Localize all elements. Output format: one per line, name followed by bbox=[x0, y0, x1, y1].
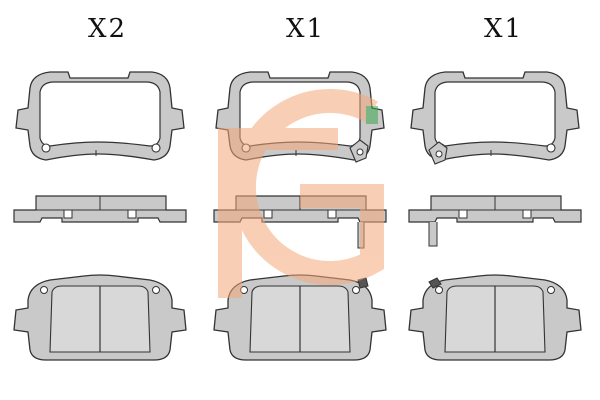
pad-col3 bbox=[408, 71, 582, 361]
quantity-label-col3: X1 bbox=[484, 14, 524, 44]
quantity-label-col1: X2 bbox=[88, 14, 128, 44]
wear-sensor-pin-col3 bbox=[428, 222, 438, 247]
profile-col3 bbox=[408, 195, 582, 223]
friction-face-col1 bbox=[13, 274, 187, 361]
backplate-col1 bbox=[15, 71, 185, 161]
quantity-label-col2: X1 bbox=[286, 14, 326, 44]
pad-col1 bbox=[13, 71, 187, 361]
friction-face-col3 bbox=[408, 274, 582, 361]
profile-col1 bbox=[13, 195, 187, 223]
g-logo-watermark-icon bbox=[218, 89, 384, 298]
